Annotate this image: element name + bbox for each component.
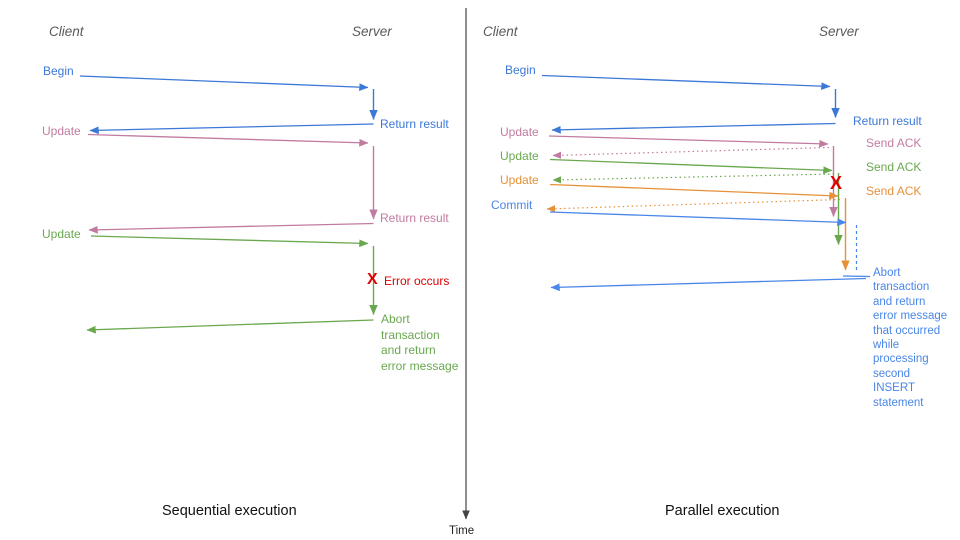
right-panel-title: Parallel execution (665, 503, 780, 519)
left-abort-label: Abort transaction and return error messa… (381, 312, 459, 373)
right-update-1-label: Update (500, 125, 539, 139)
right-abort-label: Abort transaction and return error messa… (873, 267, 948, 409)
right-begin-label: Begin (505, 63, 536, 77)
right-return-result-arrow (551, 122, 836, 134)
right-abort-return-arrow (550, 277, 867, 292)
left-return-result-1-arrow (89, 123, 374, 135)
left-update-2-label: Update (42, 227, 81, 241)
left-panel-title: Sequential execution (162, 503, 297, 519)
right-send-ack-1-label: Send ACK (866, 136, 922, 150)
left-return-result-1-label: Return result (380, 117, 449, 131)
right-update-2-label: Update (500, 149, 539, 163)
right-server-header: Server (819, 24, 859, 39)
left-update-1-request-arrow (87, 133, 369, 147)
right-send-ack-2-label: Send ACK (866, 160, 922, 174)
right-error-x-icon: X (830, 173, 843, 193)
left-update-1-label: Update (42, 124, 81, 138)
right-begin-request-arrow (541, 74, 831, 91)
left-return-result-2-arrow (88, 222, 374, 234)
right-update-1-request-arrow (548, 135, 829, 148)
right-commit-label: Commit (491, 198, 533, 212)
right-send-ack-3-dotted-arrow (546, 198, 841, 213)
left-update-2-request-arrow (90, 235, 369, 248)
left-begin-request-arrow (79, 75, 369, 92)
left-begin-label: Begin (43, 64, 74, 78)
right-send-ack-1-dotted-arrow (552, 146, 830, 159)
right-commit-request-arrow (549, 211, 847, 227)
left-client-header: Client (49, 24, 84, 39)
left-abort-return-arrow (86, 319, 374, 334)
right-return-result-label: Return result (853, 114, 922, 128)
right-send-ack-2-dotted-arrow (552, 173, 835, 184)
left-return-result-2-label: Return result (380, 211, 449, 225)
right-update-2-request-arrow (549, 158, 833, 175)
left-error-x-icon: X (367, 271, 378, 288)
right-abort-start-segment (842, 275, 871, 278)
left-server-header: Server (352, 24, 392, 39)
left-error-occurs-label: Error occurs (384, 274, 450, 288)
right-send-ack-3-label: Send ACK (866, 184, 922, 198)
right-update-3-request-arrow (549, 183, 839, 200)
time-axis-label: Time (449, 525, 475, 537)
right-update-3-label: Update (500, 173, 539, 187)
right-client-header: Client (483, 24, 518, 39)
